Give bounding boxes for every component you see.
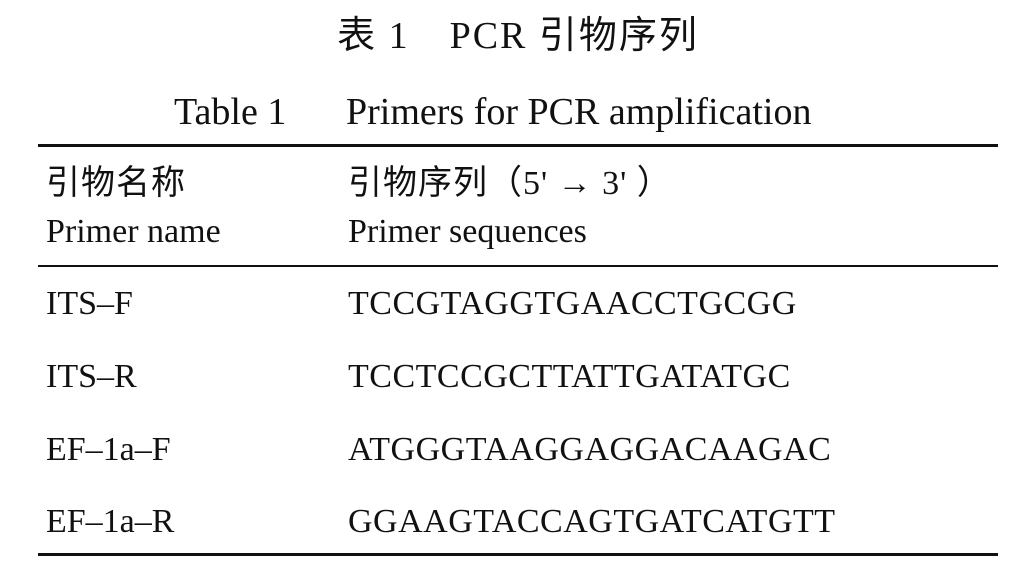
primer-name-cell: EF–1a–F bbox=[46, 431, 171, 468]
header-primer-name-cn: 引物名称 bbox=[46, 165, 186, 202]
table-top-rule bbox=[38, 144, 998, 147]
table-row: ITS–F TCCGTAGGTGAACCTGCGG bbox=[0, 282, 1036, 326]
table-caption-cn: 表 1 PCR 引物序列 bbox=[337, 15, 699, 57]
table-title-en: Primers for PCR amplification bbox=[346, 91, 812, 133]
header-primer-seq-cn: 引物序列（5' → 3' ） bbox=[348, 165, 672, 202]
primer-name-cell: ITS–R bbox=[46, 358, 137, 395]
table-number: Table 1 bbox=[174, 91, 287, 133]
header-primer-seq-en: Primer sequences bbox=[348, 213, 587, 250]
primer-sequence-cell: TCCGTAGGTGAACCTGCGG bbox=[348, 285, 797, 322]
primer-name-cell: EF–1a–R bbox=[46, 503, 175, 540]
table-row: ITS–R TCCTCCGCTTATTGATATGC bbox=[0, 355, 1036, 399]
primer-sequence-cell: ATGGGTAAGGAGGACAAGAC bbox=[348, 431, 832, 468]
table-caption-en: Table 1 Primers for PCR amplification bbox=[0, 86, 1036, 138]
table-row: EF–1a–R GGAAGTACCAGTGATCATGTT bbox=[0, 500, 1036, 544]
header-primer-name-en: Primer name bbox=[46, 213, 221, 250]
primer-name-cell: ITS–F bbox=[46, 285, 133, 322]
primer-sequence-cell: TCCTCCGCTTATTGATATGC bbox=[348, 358, 791, 395]
table-row: EF–1a–F ATGGGTAAGGAGGACAAGAC bbox=[0, 428, 1036, 472]
table-header-rule bbox=[38, 265, 998, 267]
primer-sequence-cell: GGAAGTACCAGTGATCATGTT bbox=[348, 503, 836, 540]
table-bottom-rule bbox=[38, 553, 998, 556]
